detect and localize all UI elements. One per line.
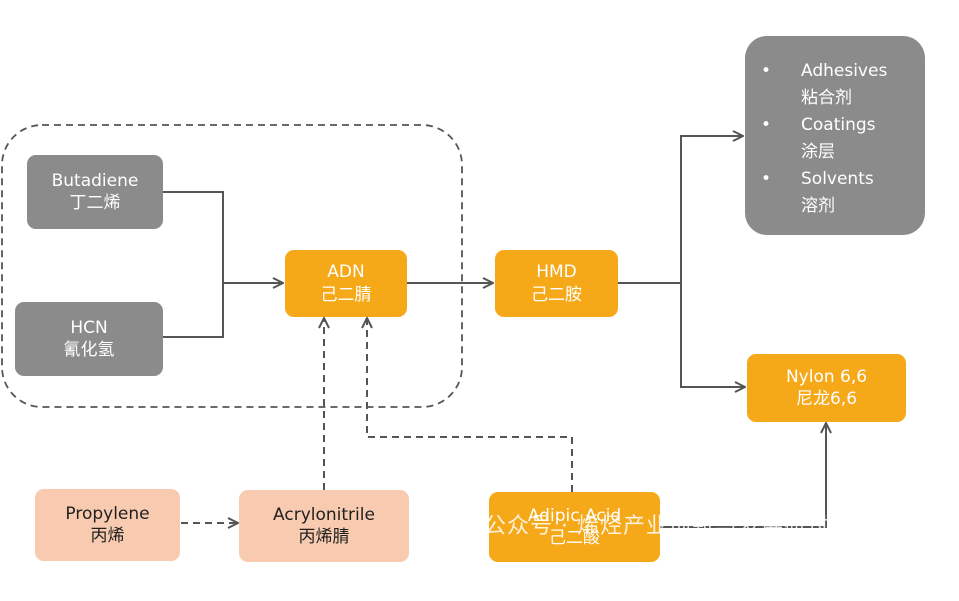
watermark: 公众号 · 烯烃产业创新与发展研讨 xyxy=(452,508,830,540)
application-item: • Coatings 涂层 xyxy=(761,112,925,166)
adipic-acid-node: Adipic Acid 己二酸 xyxy=(489,492,660,562)
hmd-zh: 己二胺 xyxy=(531,284,582,305)
wechat-icon xyxy=(452,511,478,539)
application-zh: 溶剂 xyxy=(801,196,835,216)
adipic-to-nylon-arrow xyxy=(660,423,826,528)
hcn-zh: 氰化氢 xyxy=(63,340,115,360)
branch-to-applications-arrow xyxy=(680,136,743,283)
adipic-acid-en: Adipic Acid xyxy=(527,505,622,526)
watermark-text: 公众号 · 烯烃产业创新与发展研讨 xyxy=(484,514,830,539)
bullet: • xyxy=(761,61,772,81)
application-en: Coatings xyxy=(801,115,876,135)
application-zh: 粘合剂 xyxy=(801,88,852,108)
hmd-node: HMD 己二胺 xyxy=(495,250,618,317)
hcn-connector xyxy=(163,283,224,338)
butadiene-node: Butadiene 丁二烯 xyxy=(27,155,163,229)
applications-list: • Adhesives 粘合剂 • Coatings 涂层 • Solvents… xyxy=(761,58,925,220)
branch-to-nylon-arrow xyxy=(680,283,745,387)
butadiene-zh: 丁二烯 xyxy=(69,193,121,213)
adipic-to-adn-arrow xyxy=(367,318,573,492)
bullet: • xyxy=(761,115,772,135)
propylene-node: Propylene 丙烯 xyxy=(35,489,180,561)
application-item: • Solvents 溶剂 xyxy=(761,166,925,220)
acrylonitrile-node: Acrylonitrile 丙烯腈 xyxy=(239,490,409,562)
hcn-node: HCN 氰化氢 xyxy=(15,302,163,376)
application-en: Adhesives xyxy=(801,61,888,81)
hcn-en: HCN xyxy=(70,317,108,338)
propylene-zh: 丙烯 xyxy=(90,526,125,546)
nylon-node: Nylon 6,6 尼龙6,6 xyxy=(747,354,906,422)
adn-node: ADN 己二腈 xyxy=(285,250,407,317)
applications-box: • Adhesives 粘合剂 • Coatings 涂层 • Solvents… xyxy=(745,36,925,235)
acrylonitrile-zh: 丙烯腈 xyxy=(298,527,350,547)
adn-process-group xyxy=(1,124,463,408)
application-zh: 涂层 xyxy=(801,142,835,162)
hmd-en: HMD xyxy=(536,262,577,283)
butadiene-en: Butadiene xyxy=(51,170,139,191)
application-en: Solvents xyxy=(801,169,874,189)
butadiene-connector xyxy=(163,191,224,283)
adn-zh: 己二腈 xyxy=(320,284,372,305)
adipic-acid-zh: 己二酸 xyxy=(549,528,600,548)
bullet: • xyxy=(761,169,772,189)
adn-en: ADN xyxy=(327,262,365,283)
acrylonitrile-en: Acrylonitrile xyxy=(273,504,375,525)
nylon-en: Nylon 6,6 xyxy=(785,366,868,387)
application-item: • Adhesives 粘合剂 xyxy=(761,58,925,112)
propylene-en: Propylene xyxy=(65,503,150,524)
nylon-zh: 尼龙6,6 xyxy=(795,389,858,409)
